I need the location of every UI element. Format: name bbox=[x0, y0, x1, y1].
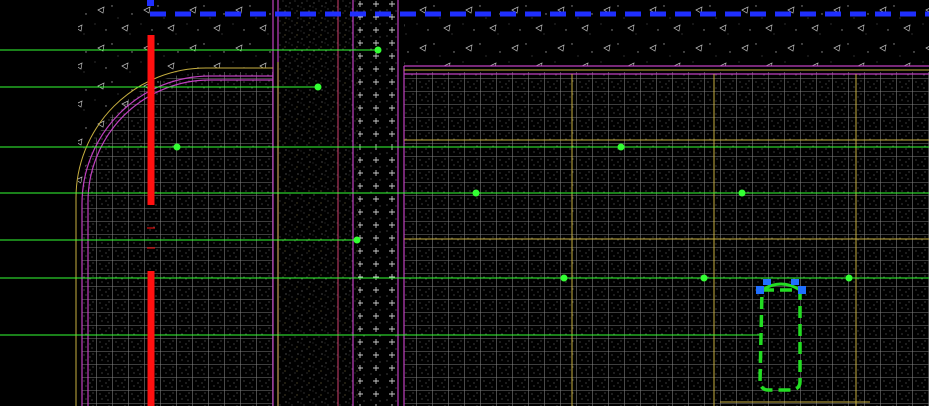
circle-snap-icon bbox=[173, 143, 181, 151]
green-reference-lines bbox=[0, 49, 929, 336]
square-grip-icon[interactable] bbox=[756, 286, 764, 294]
hatch-zone-speckled bbox=[278, 0, 358, 406]
circle-snap-icon bbox=[374, 46, 382, 54]
empty-zone-left bbox=[0, 0, 70, 406]
magenta-edge-lines bbox=[81, 0, 929, 406]
square-grip-icon[interactable] bbox=[798, 286, 806, 294]
circle-snap-icon bbox=[472, 189, 480, 197]
circle-snap-icon bbox=[845, 274, 853, 282]
hatch-zone-plus bbox=[358, 0, 398, 406]
circle-snap-icon bbox=[700, 274, 708, 282]
selected-object-outline[interactable] bbox=[756, 279, 806, 392]
circle-snap-icon bbox=[738, 189, 746, 197]
yellow-outline-lines bbox=[75, 62, 929, 406]
square-grip-icon[interactable] bbox=[147, 0, 154, 6]
circle-snap-icon bbox=[560, 274, 568, 282]
hatch-zone-grid-left bbox=[82, 72, 273, 406]
snap-points bbox=[173, 46, 853, 282]
circle-snap-icon bbox=[353, 236, 361, 244]
square-grip-icon[interactable] bbox=[791, 279, 799, 285]
hatch-zone-triangle-top bbox=[404, 0, 929, 66]
square-grip-icon[interactable] bbox=[763, 279, 771, 285]
circle-snap-icon bbox=[617, 143, 625, 151]
circle-snap-icon bbox=[314, 83, 322, 91]
red-small-ticks bbox=[147, 227, 155, 249]
